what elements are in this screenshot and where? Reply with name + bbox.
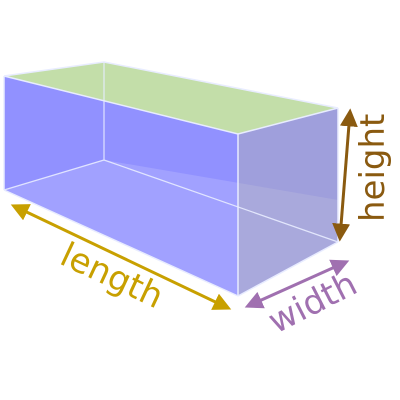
length-arrow [10, 204, 232, 310]
height-arrow [332, 108, 358, 242]
hidden-edges [3, 62, 339, 243]
side-face [238, 108, 338, 296]
height-label: height [353, 114, 393, 222]
top-face [4, 62, 338, 134]
width-arrow [244, 259, 350, 309]
